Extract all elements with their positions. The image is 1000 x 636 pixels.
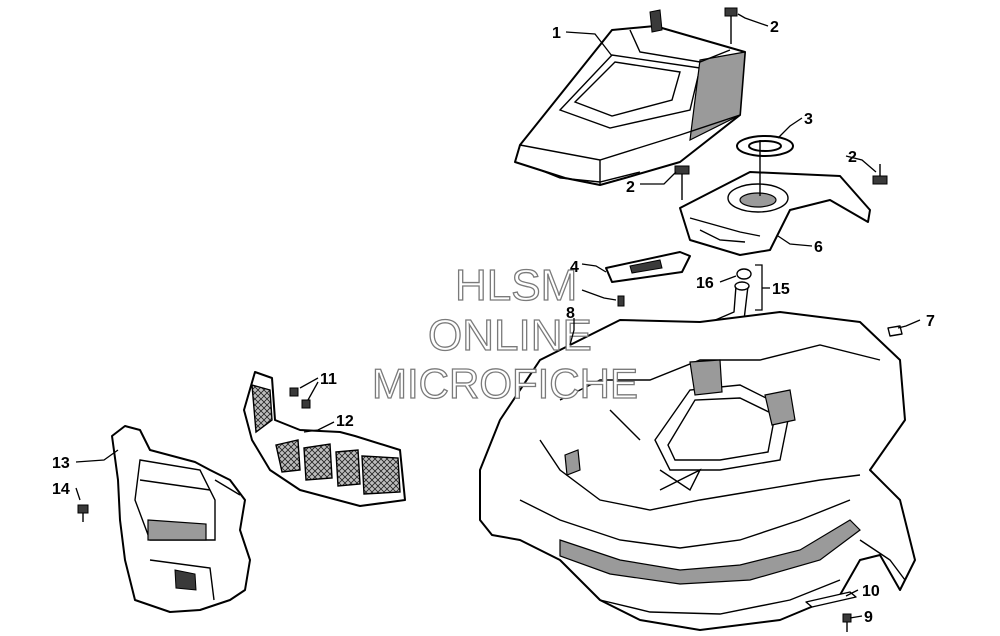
callout-2c: 2 [626, 179, 635, 196]
callout-8: 8 [566, 305, 575, 322]
screw-9[interactable] [842, 613, 852, 632]
callout-12: 12 [336, 413, 354, 430]
part-6-tank-cover[interactable] [679, 140, 871, 256]
watermark-line3: MICROFICHE [372, 360, 638, 407]
part-10-bracket[interactable] [805, 591, 857, 608]
watermark: HLSM ONLINE MICROFICHE [371, 260, 638, 407]
callout-4: 4 [570, 259, 579, 276]
screw-14[interactable] [77, 504, 89, 522]
callout-11: 11 [320, 371, 337, 388]
callout-13: 13 [52, 455, 70, 472]
part-3-gasket[interactable] [736, 135, 794, 157]
screw-11b[interactable] [301, 399, 311, 409]
watermark-line1: HLSM [455, 261, 577, 310]
part-12-grille[interactable] [243, 371, 406, 507]
screw-2a[interactable] [724, 7, 738, 44]
screw-2b[interactable] [674, 165, 690, 200]
callout-10: 10 [862, 583, 880, 600]
callout-7: 7 [926, 313, 935, 330]
callout-9: 9 [864, 609, 873, 626]
callout-1: 1 [552, 25, 561, 42]
callout-2a: 2 [770, 19, 779, 36]
callout-15: 15 [772, 281, 790, 298]
part-1-rear-cover[interactable] [514, 9, 746, 186]
leader-lines [75, 13, 921, 619]
callouts: 1 2 3 2 2 6 4 16 15 7 8 11 12 13 14 10 9 [52, 19, 935, 626]
callout-6: 6 [814, 239, 823, 256]
screw-11a[interactable] [289, 387, 299, 397]
part-4-badge[interactable] [605, 251, 691, 283]
watermark-line2: ONLINE [428, 311, 592, 360]
callout-3: 3 [804, 111, 813, 128]
screw-2c[interactable] [872, 164, 888, 185]
pin-near-4[interactable] [617, 295, 625, 307]
part-16-clip[interactable] [736, 268, 752, 280]
callout-14: 14 [52, 481, 70, 498]
part-13-front-bumper[interactable] [111, 425, 251, 613]
callout-16: 16 [696, 275, 714, 292]
part-8-front-fender[interactable] [479, 311, 916, 631]
callout-2b: 2 [848, 149, 857, 166]
